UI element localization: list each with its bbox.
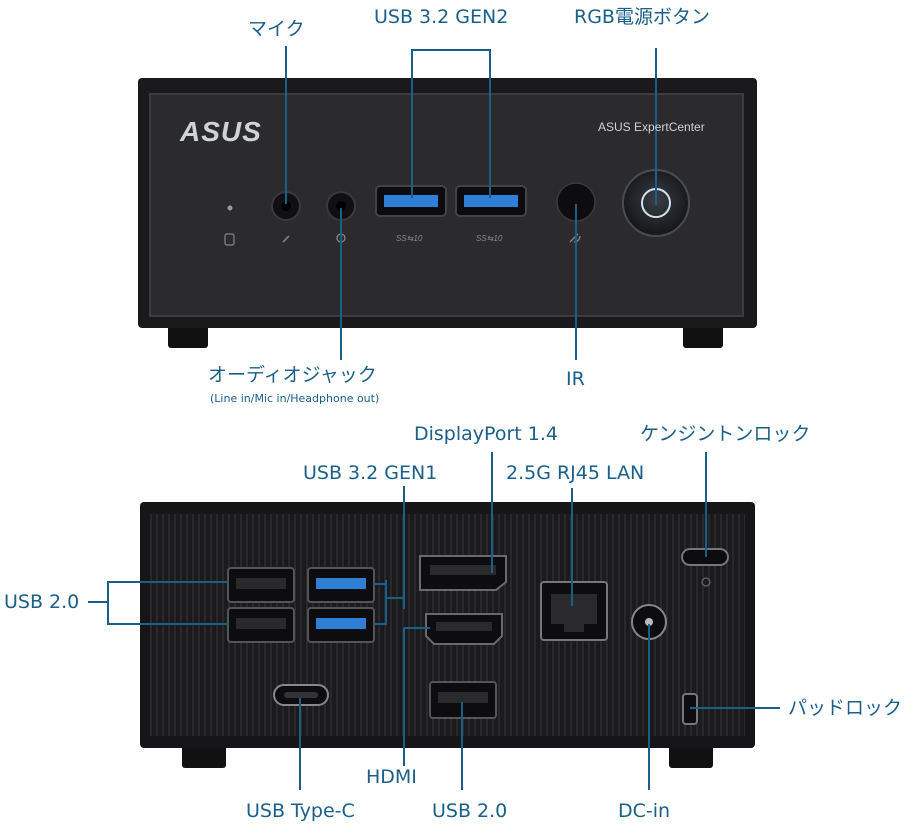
label-ir: IR (566, 368, 585, 390)
brand-text: ASUS ExpertCenter (598, 120, 705, 134)
lock-icon (701, 577, 711, 587)
hdd-led (227, 205, 233, 211)
hdd-icon (224, 233, 235, 246)
callout-lines (88, 46, 780, 790)
front-unit: SS⇆10 SS⇆10 (138, 78, 757, 348)
label-usb32-gen2: USB 3.2 GEN2 (374, 6, 509, 28)
label-usb32-gen1: USB 3.2 GEN1 (303, 462, 438, 484)
label-displayport: DisplayPort 1.4 (414, 423, 558, 445)
label-hdmi: HDMI (366, 766, 417, 788)
mic-icon (282, 235, 290, 243)
label-usb-typec: USB Type-C (246, 800, 355, 822)
ss10-icon-1: SS⇆10 (396, 234, 423, 243)
asus-logo: ASUS (180, 116, 262, 147)
label-mic: マイク (248, 18, 305, 40)
label-usb20-left: USB 2.0 (4, 591, 80, 613)
label-lan: 2.5G RJ45 LAN (506, 462, 645, 484)
label-padlock: パッドロック (788, 697, 903, 719)
label-rgb-power: RGB電源ボタン (574, 6, 710, 28)
label-audio-jack-note: (Line in/Mic in/Headphone out) (210, 392, 380, 405)
rear-unit (140, 502, 755, 768)
ss10-icon-2: SS⇆10 (476, 234, 503, 243)
label-audio-jack: オーディオジャック (208, 364, 377, 386)
label-kensington: ケンジントンロック (640, 423, 811, 445)
label-usb20-bottom: USB 2.0 (432, 800, 508, 822)
label-dc-in: DC-in (618, 800, 671, 822)
